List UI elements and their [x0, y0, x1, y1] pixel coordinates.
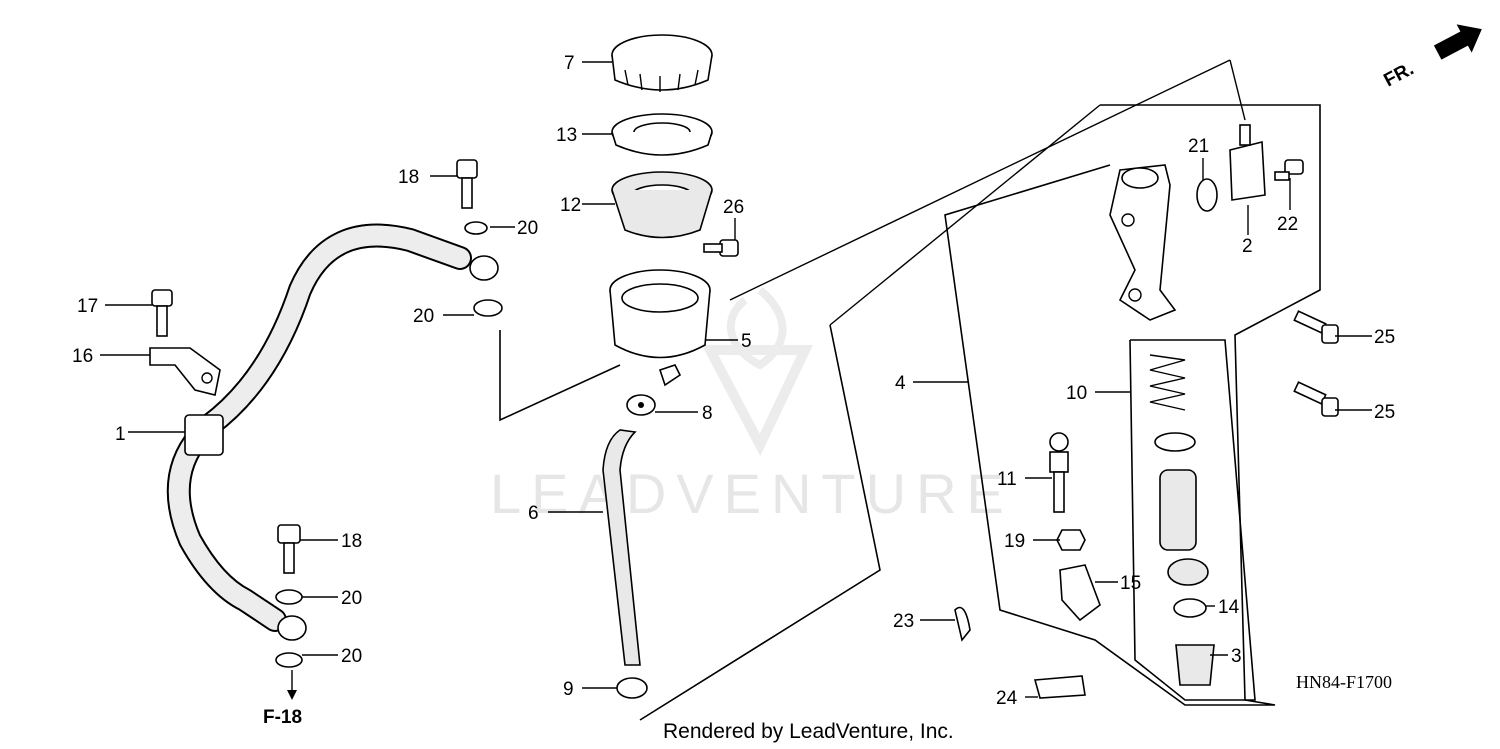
direction-label: FR.	[1380, 58, 1417, 91]
callout-20-d: 20	[341, 646, 362, 667]
diagram-code: HN84-F1700	[1296, 672, 1392, 692]
hose-clip-upper	[626, 394, 656, 416]
master-cylinder-frame	[944, 104, 1321, 706]
reservoir-hose	[602, 429, 641, 666]
watermark-text: LEADVENTURE	[490, 462, 1014, 525]
diaphragm	[611, 171, 713, 239]
screw-22	[1274, 159, 1304, 181]
callout-20-b: 20	[413, 306, 434, 327]
callout-1: 1	[115, 424, 126, 445]
callout-3: 3	[1231, 646, 1242, 667]
callout-11: 11	[997, 469, 1017, 490]
callout-22: 22	[1277, 214, 1298, 235]
callout-6: 6	[528, 503, 539, 524]
callout-24: 24	[996, 688, 1018, 709]
joint-pin	[1033, 675, 1086, 699]
callout-13: 13	[556, 125, 577, 146]
callout-2: 2	[1242, 236, 1253, 257]
callout-10: 10	[1066, 383, 1087, 404]
callout-18-upper: 18	[398, 167, 419, 188]
guide-line	[1229, 59, 1246, 121]
callout-7: 7	[564, 53, 575, 74]
hose-bracket	[149, 347, 221, 396]
callout-18-lower: 18	[341, 531, 362, 552]
callout-26: 26	[723, 197, 744, 218]
hose-joint	[1229, 124, 1266, 201]
callout-20-c: 20	[341, 588, 362, 609]
callout-15: 15	[1120, 573, 1141, 594]
callout-21: 21	[1188, 136, 1209, 157]
footer-credit: Rendered by LeadVenture, Inc.	[663, 720, 954, 743]
master-cylinder-body	[1109, 164, 1177, 321]
diaphragm-plate	[611, 113, 713, 156]
guide-line	[639, 324, 881, 721]
callout-19: 19	[1004, 531, 1025, 552]
bolt-17	[151, 289, 173, 337]
bolts-25	[1293, 310, 1339, 417]
push-rod	[1049, 432, 1069, 513]
callout-20-a: 20	[517, 218, 538, 239]
callout-17: 17	[77, 296, 98, 317]
callout-16: 16	[72, 346, 93, 367]
callout-12: 12	[560, 195, 581, 216]
piston-kit	[1149, 354, 1215, 686]
reservoir-cap	[611, 34, 713, 92]
callout-8: 8	[702, 403, 713, 424]
guide-line	[829, 104, 1101, 326]
callout-9: 9	[563, 679, 574, 700]
bolt-26	[703, 239, 739, 257]
guide-line	[729, 59, 1231, 301]
hose-clip-lower	[616, 677, 648, 699]
callout-25-lower: 25	[1374, 402, 1395, 423]
callout-labels: 1 2 3 4 5 6 7 8 9 10 11 12 13 14 15 16 1…	[72, 53, 1395, 709]
o-ring-21	[1196, 178, 1218, 212]
push-rod-joint	[1059, 564, 1101, 622]
guide-line	[499, 330, 621, 422]
reservoir	[609, 269, 711, 387]
leader-lines	[100, 61, 1372, 700]
reference-label: F-18	[263, 707, 302, 728]
banjo-bolt-upper	[456, 159, 478, 209]
watermark: LEADVENTURE	[490, 286, 1014, 525]
front-direction-indicator: FR.	[1380, 24, 1482, 91]
callout-4: 4	[895, 373, 906, 394]
brake-hose	[166, 223, 499, 641]
banjo-bolt-lower	[277, 524, 301, 574]
cotter-pin	[954, 606, 971, 642]
washers	[275, 221, 503, 668]
kit-frame	[1129, 339, 1256, 701]
callout-14: 14	[1218, 597, 1240, 618]
lock-nut-19	[1056, 529, 1086, 551]
callout-5: 5	[741, 331, 752, 352]
callout-23: 23	[893, 611, 914, 632]
callout-25-upper: 25	[1374, 327, 1395, 348]
